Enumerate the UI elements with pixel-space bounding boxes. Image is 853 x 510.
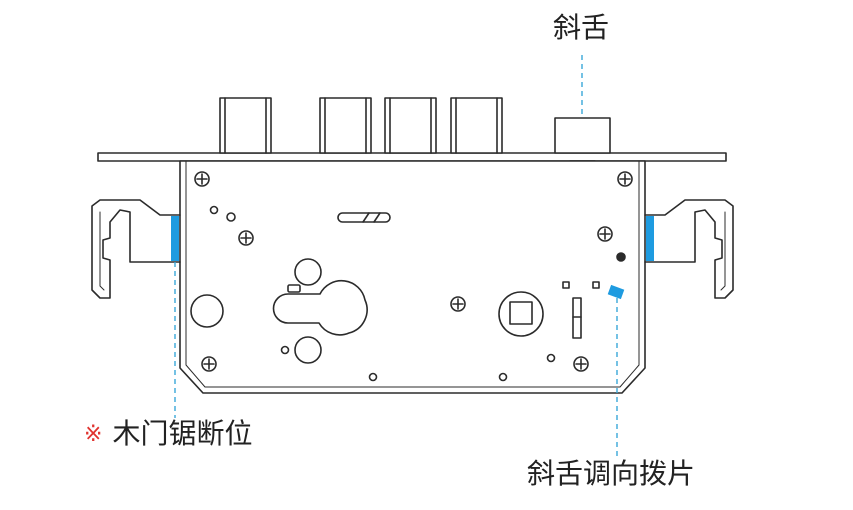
face-plate xyxy=(97,152,727,162)
screw-icon xyxy=(573,356,589,372)
slot xyxy=(337,212,391,223)
wood-door-cut-label: ※ 木门锯断位 xyxy=(84,420,252,448)
screw-icon xyxy=(201,356,217,372)
deadbolt-group xyxy=(219,97,503,154)
cut-marker-left xyxy=(171,216,179,261)
screw-icon xyxy=(238,230,254,246)
latch-bolt-label: 斜舌 xyxy=(553,11,610,44)
spindle-hub xyxy=(498,291,544,337)
cylinder-keyhole xyxy=(272,279,368,336)
reference-mark: ※ xyxy=(84,422,103,447)
lock-case xyxy=(179,160,646,394)
left-bracket xyxy=(91,199,181,299)
screw-icon xyxy=(617,171,633,187)
screw-icon xyxy=(450,296,466,312)
latch-reverse-plate-label: 斜舌调向拨片 xyxy=(527,457,696,490)
cut-marker-right xyxy=(646,216,654,261)
right-bracket xyxy=(644,199,734,299)
screw-icon xyxy=(194,171,210,187)
reverse-plate-tab xyxy=(607,284,625,300)
wood-door-cut-text: 木门锯断位 xyxy=(112,417,253,450)
screw-icon xyxy=(597,226,613,242)
